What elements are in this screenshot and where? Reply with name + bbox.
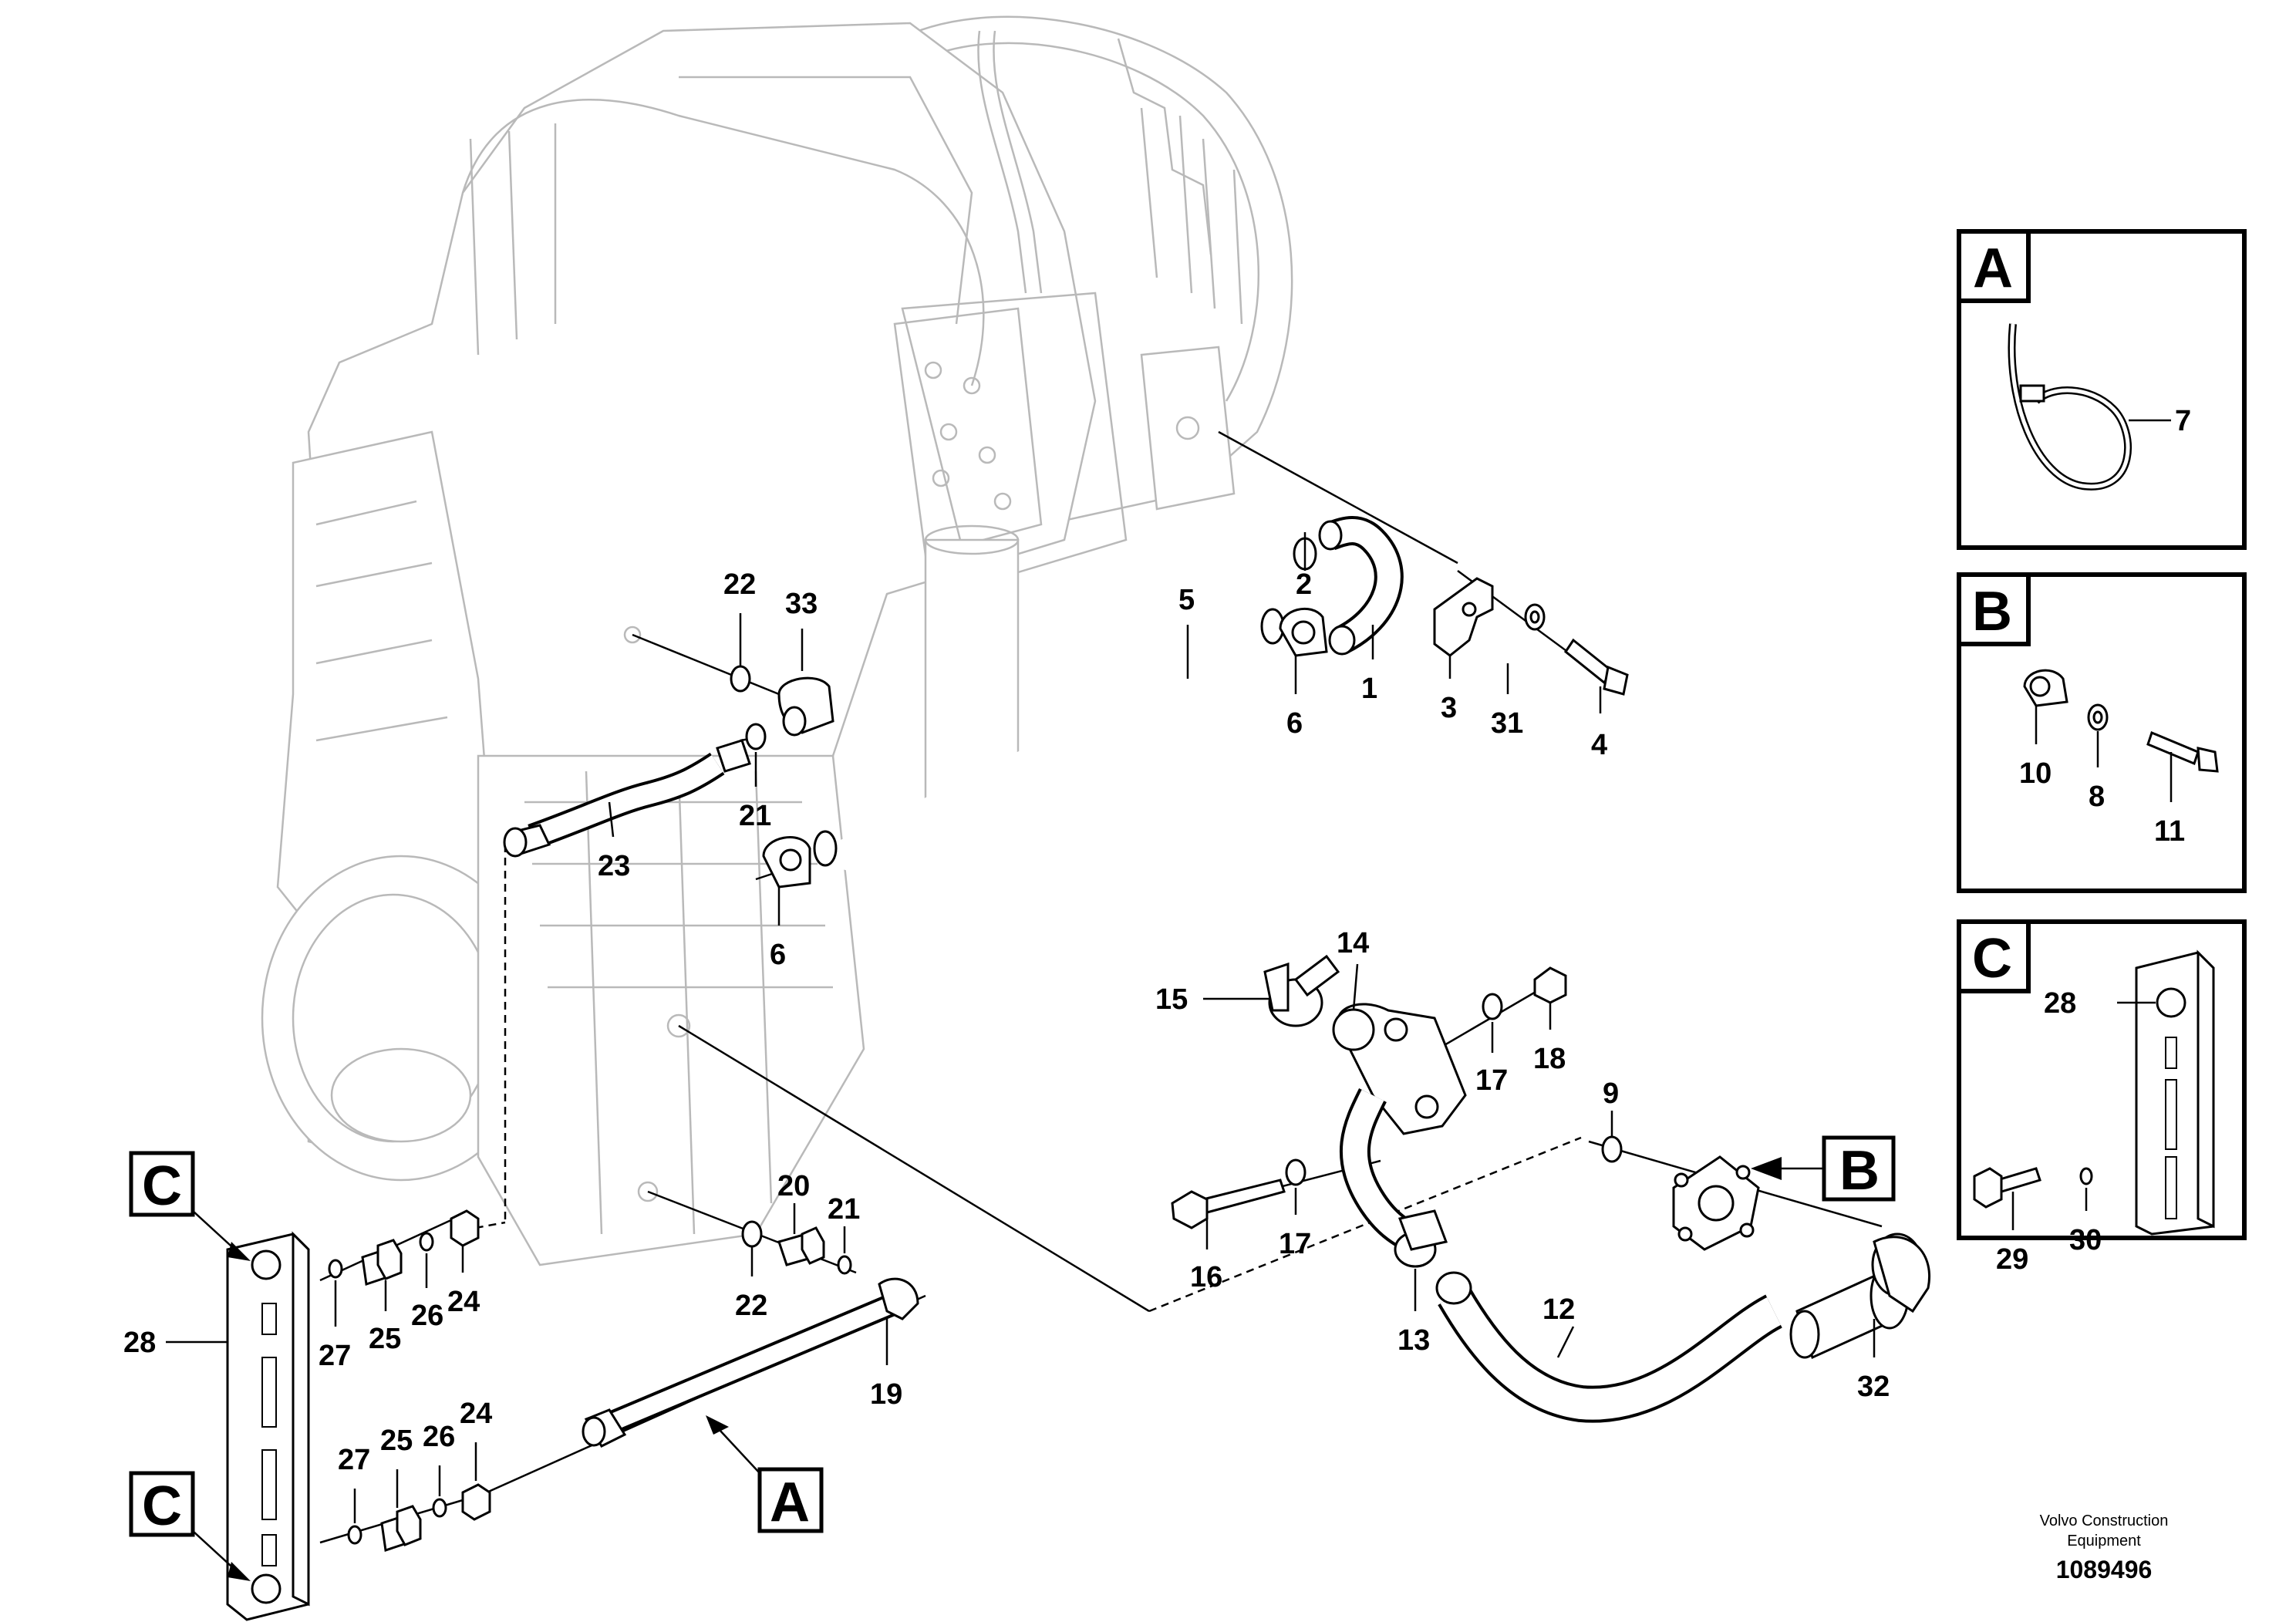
tag-c-top: C <box>142 1155 182 1217</box>
callout-32: 32 <box>1857 1371 1890 1403</box>
callout-22-upper: 22 <box>723 568 756 601</box>
callout-31: 31 <box>1491 707 1523 740</box>
callout-7: 7 <box>2175 405 2191 437</box>
hose-12 <box>1435 1271 1783 1423</box>
hose-5 <box>813 608 1285 881</box>
callout-16: 16 <box>1190 1261 1222 1293</box>
callout-3: 3 <box>1441 692 1457 724</box>
callout-17-upper: 17 <box>1475 1064 1508 1097</box>
detail-panel-c: C 28 29 30 <box>1957 919 2247 1276</box>
hose-32 <box>1789 1233 1930 1360</box>
cap-15 <box>1263 954 1340 1027</box>
callout-19: 19 <box>870 1378 902 1411</box>
o-ring-9 <box>1601 1135 1623 1163</box>
callout-29: 29 <box>1996 1243 2028 1276</box>
washer-17-upper <box>1482 993 1503 1020</box>
bracket-3 <box>1433 577 1494 657</box>
o-ring-22-upper <box>730 665 751 693</box>
callout-26-lower: 26 <box>423 1421 455 1453</box>
callout-9: 9 <box>1603 1077 1619 1110</box>
callout-4: 4 <box>1591 729 1607 761</box>
callout-2: 2 <box>1296 568 1312 601</box>
hose-23 <box>503 739 751 858</box>
detail-panel-a: A 7 <box>1957 229 2247 550</box>
panel-b-label: B <box>1972 581 2012 642</box>
callout-1: 1 <box>1361 673 1377 705</box>
bracket-14 <box>1332 1003 1467 1135</box>
drawing-number: 1089496 <box>2056 1556 2153 1583</box>
clamp-6-upper <box>1279 607 1328 657</box>
clamp-6-lower <box>762 836 811 889</box>
callout-26-upper: 26 <box>411 1300 443 1332</box>
callout-33: 33 <box>785 588 818 620</box>
transmission-housing-outline <box>261 15 1293 1266</box>
fitting-33 <box>777 676 834 737</box>
tag-c-bottom: C <box>142 1475 182 1537</box>
nut-18 <box>1533 966 1567 1004</box>
callout-24-upper: 24 <box>447 1286 480 1318</box>
fittings-lower-row <box>347 1483 491 1552</box>
callout-8: 8 <box>2089 781 2105 813</box>
footer-company-line2: Equipment <box>2067 1533 2141 1549</box>
callout-5: 5 <box>1178 584 1195 616</box>
callout-6-upper: 6 <box>1286 707 1303 740</box>
fittings-upper-row <box>328 1209 480 1286</box>
callout-18: 18 <box>1533 1043 1566 1075</box>
bolt-16 <box>1171 1179 1286 1229</box>
callout-15: 15 <box>1155 983 1188 1016</box>
panel-a-label: A <box>1973 238 2013 299</box>
footer-company-line1: Volvo Construction <box>2040 1512 2169 1529</box>
callout-27-lower: 27 <box>338 1444 370 1476</box>
detail-panel-b: B 10 8 11 <box>1957 572 2247 893</box>
callout-24-lower: 24 <box>460 1398 492 1430</box>
tube-1 <box>1318 516 1404 656</box>
washer-17-lower <box>1285 1158 1306 1186</box>
callout-28: 28 <box>123 1327 156 1359</box>
fitting-20 <box>741 1220 852 1275</box>
callout-21-lower: 21 <box>828 1193 860 1226</box>
callout-28-detail: 28 <box>2044 987 2076 1020</box>
footer-block: Volvo Construction Equipment 1089496 <box>2040 1512 2169 1583</box>
callout-21-upper: 21 <box>739 800 771 832</box>
view-tags: C C A B <box>129 1135 1896 1581</box>
panel-c-label: C <box>1972 928 2012 990</box>
hose-19 <box>582 1277 919 1448</box>
washer-31 <box>1524 603 1546 631</box>
o-ring-21-upper <box>745 723 767 750</box>
tube-13-elbow <box>1340 1088 1448 1268</box>
callout-17-lower: 17 <box>1279 1228 1311 1260</box>
callout-labels: 1 2 3 4 5 6 6 9 12 13 14 15 16 17 17 18 … <box>123 532 1890 1523</box>
callout-23: 23 <box>598 850 630 882</box>
callout-25-upper: 25 <box>369 1323 401 1355</box>
callout-20: 20 <box>777 1170 810 1202</box>
callout-22-lower: 22 <box>735 1290 767 1322</box>
tag-b-flange: B <box>1839 1140 1880 1202</box>
callout-30: 30 <box>2069 1224 2102 1256</box>
callout-14: 14 <box>1337 927 1369 959</box>
callout-6-lower: 6 <box>770 939 786 971</box>
bolt-4 <box>1563 638 1629 696</box>
oil-cooler-28 <box>226 1231 310 1621</box>
callout-27-upper: 27 <box>319 1340 351 1372</box>
callout-13: 13 <box>1397 1324 1430 1357</box>
flange-b <box>1672 1155 1760 1251</box>
callout-12: 12 <box>1542 1293 1575 1326</box>
tag-a-hose: A <box>770 1472 810 1533</box>
callout-25-lower: 25 <box>380 1425 413 1457</box>
callout-11: 11 <box>2154 815 2185 848</box>
callout-10: 10 <box>2019 757 2052 790</box>
